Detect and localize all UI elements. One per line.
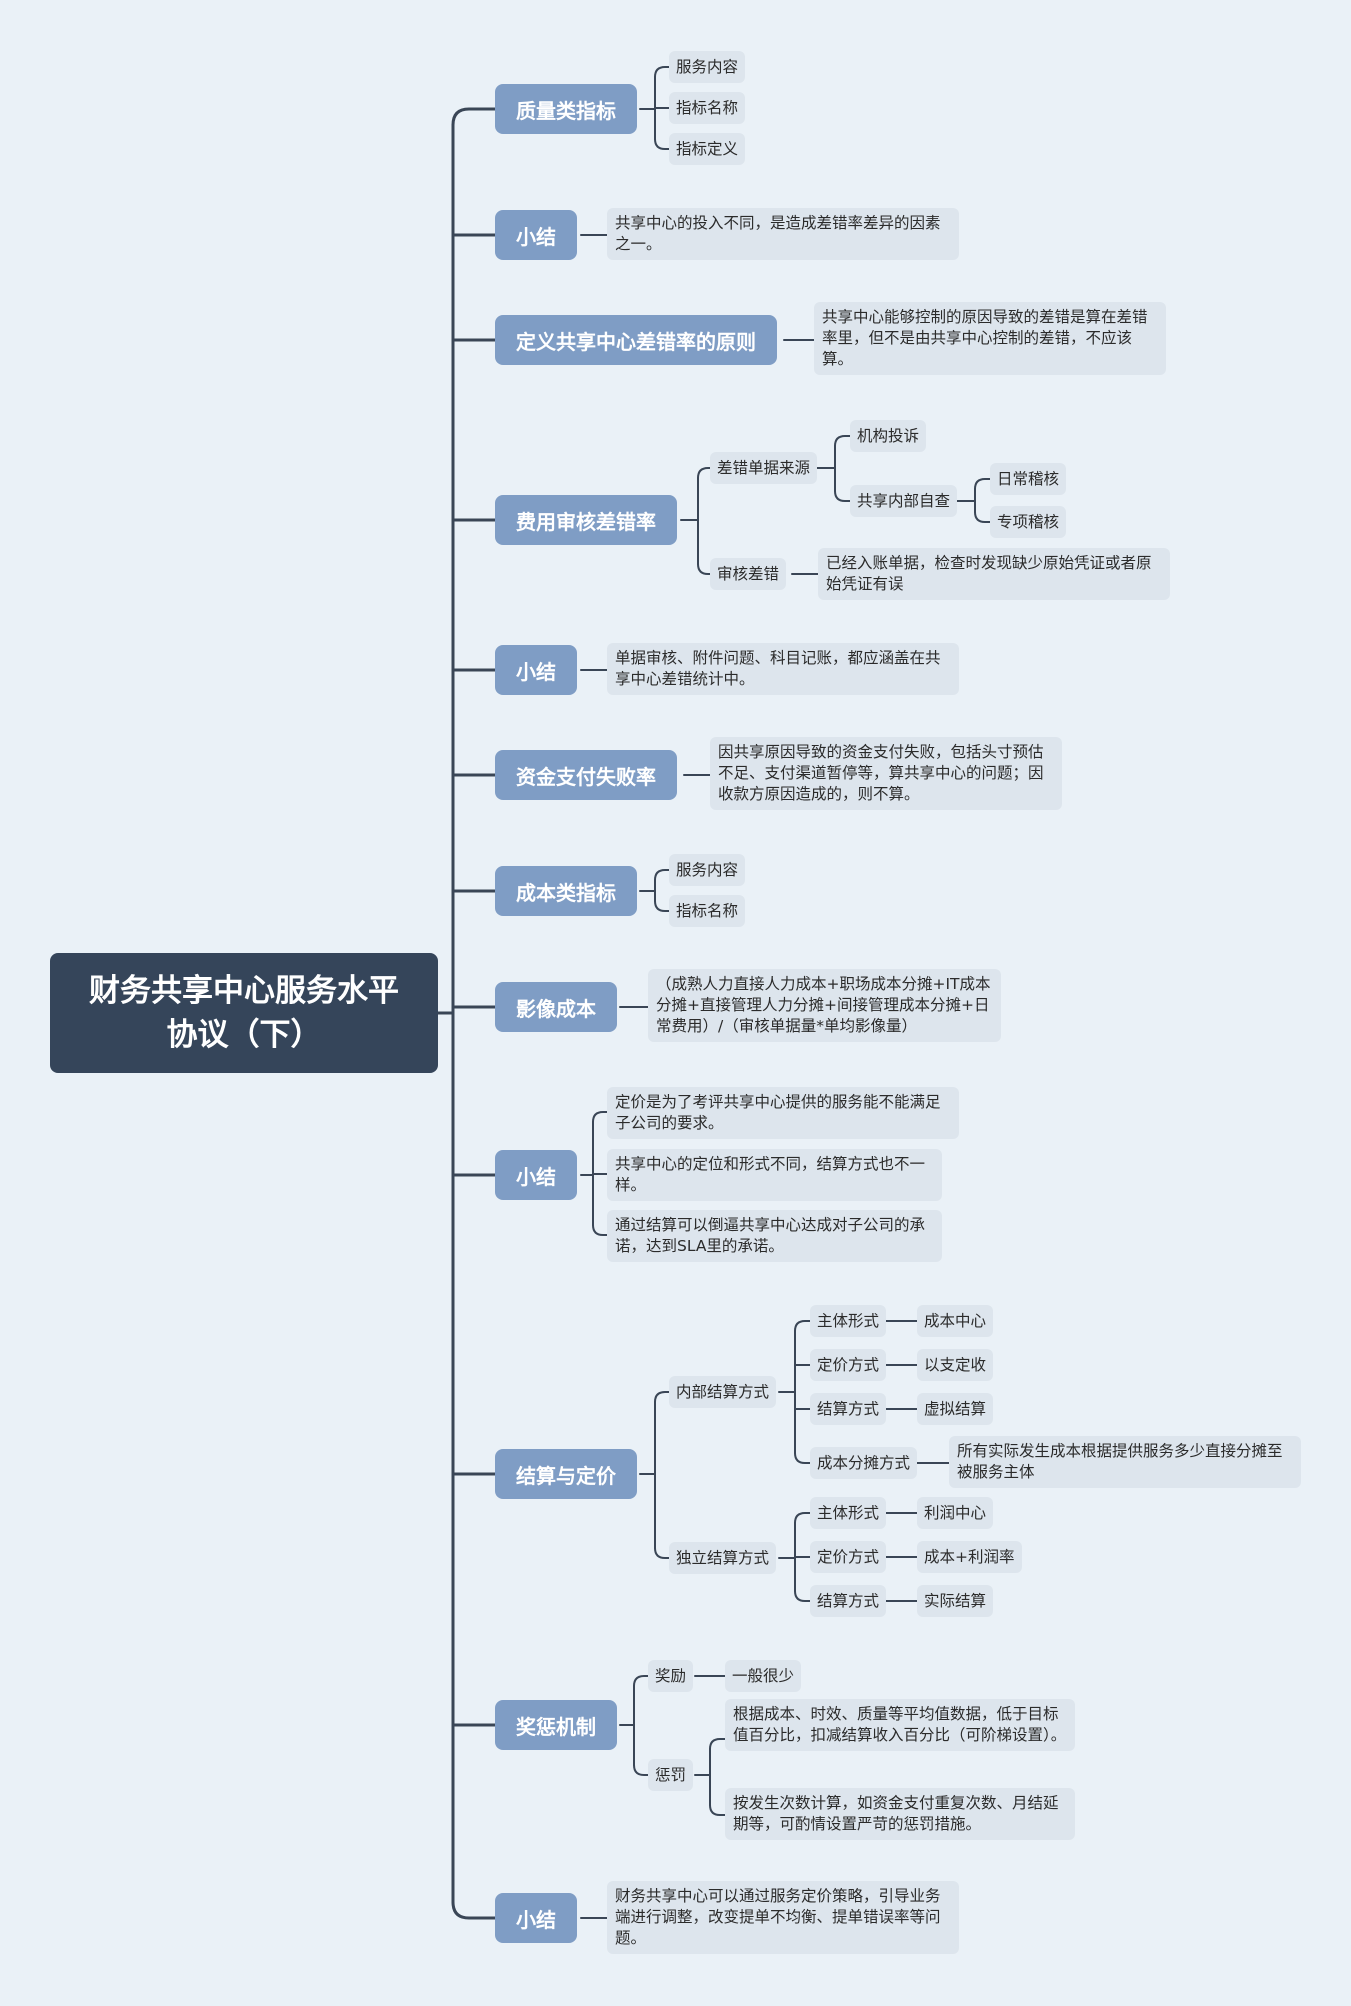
independent-key-entity[interactable]: 主体形式 xyxy=(810,1497,887,1529)
error-source-label[interactable]: 差错单据来源 xyxy=(710,452,818,484)
connector-line xyxy=(794,1590,811,1602)
branch-expense-audit-error-rate[interactable]: 费用审核差错率 xyxy=(495,495,677,545)
summary-4-text[interactable]: 财务共享中心可以通过服务定价策略，引导业务端进行调整，改变提单不均衡、提单错误率… xyxy=(607,1881,959,1954)
branch-summary-1[interactable]: 小结 xyxy=(495,210,577,260)
summary-3-item-1[interactable]: 定价是为了考评共享中心提供的服务能不能满足子公司的要求。 xyxy=(607,1087,959,1139)
principle-text[interactable]: 共享中心能够控制的原因导致的差错是算在差错率里，但不是由共享中心控制的差错，不应… xyxy=(814,302,1166,375)
reward-label[interactable]: 奖励 xyxy=(648,1660,694,1692)
internal-value-entity[interactable]: 成本中心 xyxy=(917,1305,994,1337)
internal-settlement-label[interactable]: 内部结算方式 xyxy=(669,1376,777,1408)
cost-item-name[interactable]: 指标名称 xyxy=(669,895,746,927)
internal-key-cost-allocation[interactable]: 成本分摊方式 xyxy=(810,1447,918,1479)
connector-line xyxy=(633,1764,649,1776)
quality-item-name[interactable]: 指标名称 xyxy=(669,92,746,124)
connector-line xyxy=(654,900,670,912)
penalty-item-2[interactable]: 按发生次数计算，如资金支付重复次数、月结延期等，可酌情设置严苛的惩罚措施。 xyxy=(725,1788,1075,1840)
connector-line xyxy=(592,1224,608,1236)
branch-payment-failure-rate[interactable]: 资金支付失败率 xyxy=(495,750,677,800)
branch-summary-3[interactable]: 小结 xyxy=(495,1150,577,1200)
summary-2-text[interactable]: 单据审核、附件问题、科目记账，都应涵盖在共享中心差错统计中。 xyxy=(607,643,959,695)
internal-value-settlement[interactable]: 虚拟结算 xyxy=(917,1393,994,1425)
connector-line xyxy=(654,138,670,150)
connector-line xyxy=(654,1547,670,1559)
connector-line xyxy=(697,467,711,479)
independent-key-pricing[interactable]: 定价方式 xyxy=(810,1541,887,1573)
payment-failure-text[interactable]: 因共享原因导致的资金支付失败，包括头寸预估不足、支付渠道暂停等，算共享中心的问题… xyxy=(710,737,1062,810)
connector-line xyxy=(834,490,851,502)
connector-line xyxy=(794,1320,811,1332)
connector-line xyxy=(794,1512,811,1524)
connector-line xyxy=(451,107,497,127)
branch-imaging-cost[interactable]: 影像成本 xyxy=(495,982,617,1032)
internal-value-pricing[interactable]: 以支定收 xyxy=(917,1349,994,1381)
source-complaint[interactable]: 机构投诉 xyxy=(850,420,927,452)
internal-key-pricing[interactable]: 定价方式 xyxy=(810,1349,887,1381)
cost-item-service[interactable]: 服务内容 xyxy=(669,854,746,886)
imaging-cost-formula[interactable]: （成熟人力直接人力成本+职场成本分摊+IT成本分摊+直接管理人力分摊+间接管理成… xyxy=(648,969,1001,1042)
connector-line xyxy=(654,1391,670,1403)
branch-cost-indicators[interactable]: 成本类指标 xyxy=(495,866,637,916)
connector-line xyxy=(654,66,670,78)
independent-value-entity[interactable]: 利润中心 xyxy=(917,1497,994,1529)
internal-special-audit[interactable]: 专项稽核 xyxy=(990,506,1067,538)
connector-line xyxy=(974,478,991,490)
quality-item-service[interactable]: 服务内容 xyxy=(669,51,746,83)
internal-key-settlement[interactable]: 结算方式 xyxy=(810,1393,887,1425)
branch-quality-indicators[interactable]: 质量类指标 xyxy=(495,84,637,134)
branch-summary-4[interactable]: 小结 xyxy=(495,1893,577,1943)
reward-text[interactable]: 一般很少 xyxy=(725,1660,802,1692)
branch-error-rate-principle[interactable]: 定义共享中心差错率的原则 xyxy=(495,315,777,365)
branch-summary-2[interactable]: 小结 xyxy=(495,645,577,695)
penalty-label[interactable]: 惩罚 xyxy=(648,1759,694,1791)
independent-key-settlement[interactable]: 结算方式 xyxy=(810,1585,887,1617)
summary-1-text[interactable]: 共享中心的投入不同，是造成差错率差异的因素之一。 xyxy=(607,208,959,260)
penalty-item-1[interactable]: 根据成本、时效、质量等平均值数据，低于目标值百分比，扣减结算收入百分比（可阶梯设… xyxy=(725,1699,1075,1751)
connector-line xyxy=(974,511,991,523)
source-internal-check[interactable]: 共享内部自查 xyxy=(850,485,958,517)
connector-line xyxy=(451,1900,497,1920)
summary-3-item-3[interactable]: 通过结算可以倒逼共享中心达成对子公司的承诺，达到SLA里的承诺。 xyxy=(607,1210,942,1262)
branch-settlement-pricing[interactable]: 结算与定价 xyxy=(495,1449,637,1499)
connector-line xyxy=(709,1804,726,1816)
connector-line xyxy=(697,563,711,575)
internal-daily-audit[interactable]: 日常稽核 xyxy=(990,463,1067,495)
independent-value-pricing[interactable]: 成本+利润率 xyxy=(917,1541,1022,1573)
branch-reward-penalty[interactable]: 奖惩机制 xyxy=(495,1700,617,1750)
connector-line xyxy=(709,1738,726,1750)
connector-line xyxy=(592,1111,608,1123)
internal-key-entity[interactable]: 主体形式 xyxy=(810,1305,887,1337)
connector-line xyxy=(654,869,670,881)
independent-value-settlement[interactable]: 实际结算 xyxy=(917,1585,994,1617)
summary-3-item-2[interactable]: 共享中心的定位和形式不同，结算方式也不一样。 xyxy=(607,1149,942,1201)
connector-line xyxy=(794,1452,811,1464)
audit-error-label[interactable]: 审核差错 xyxy=(710,558,787,590)
connector-line xyxy=(633,1675,649,1687)
internal-value-cost-allocation[interactable]: 所有实际发生成本根据提供服务多少直接分摊至被服务主体 xyxy=(949,1436,1301,1488)
audit-error-text[interactable]: 已经入账单据，检查时发现缺少原始凭证或者原始凭证有误 xyxy=(818,548,1170,600)
quality-item-definition[interactable]: 指标定义 xyxy=(669,133,746,165)
independent-settlement-label[interactable]: 独立结算方式 xyxy=(669,1542,777,1574)
connector-line xyxy=(834,435,851,447)
root-topic[interactable]: 财务共享中心服务水平协议（下） xyxy=(50,953,438,1073)
